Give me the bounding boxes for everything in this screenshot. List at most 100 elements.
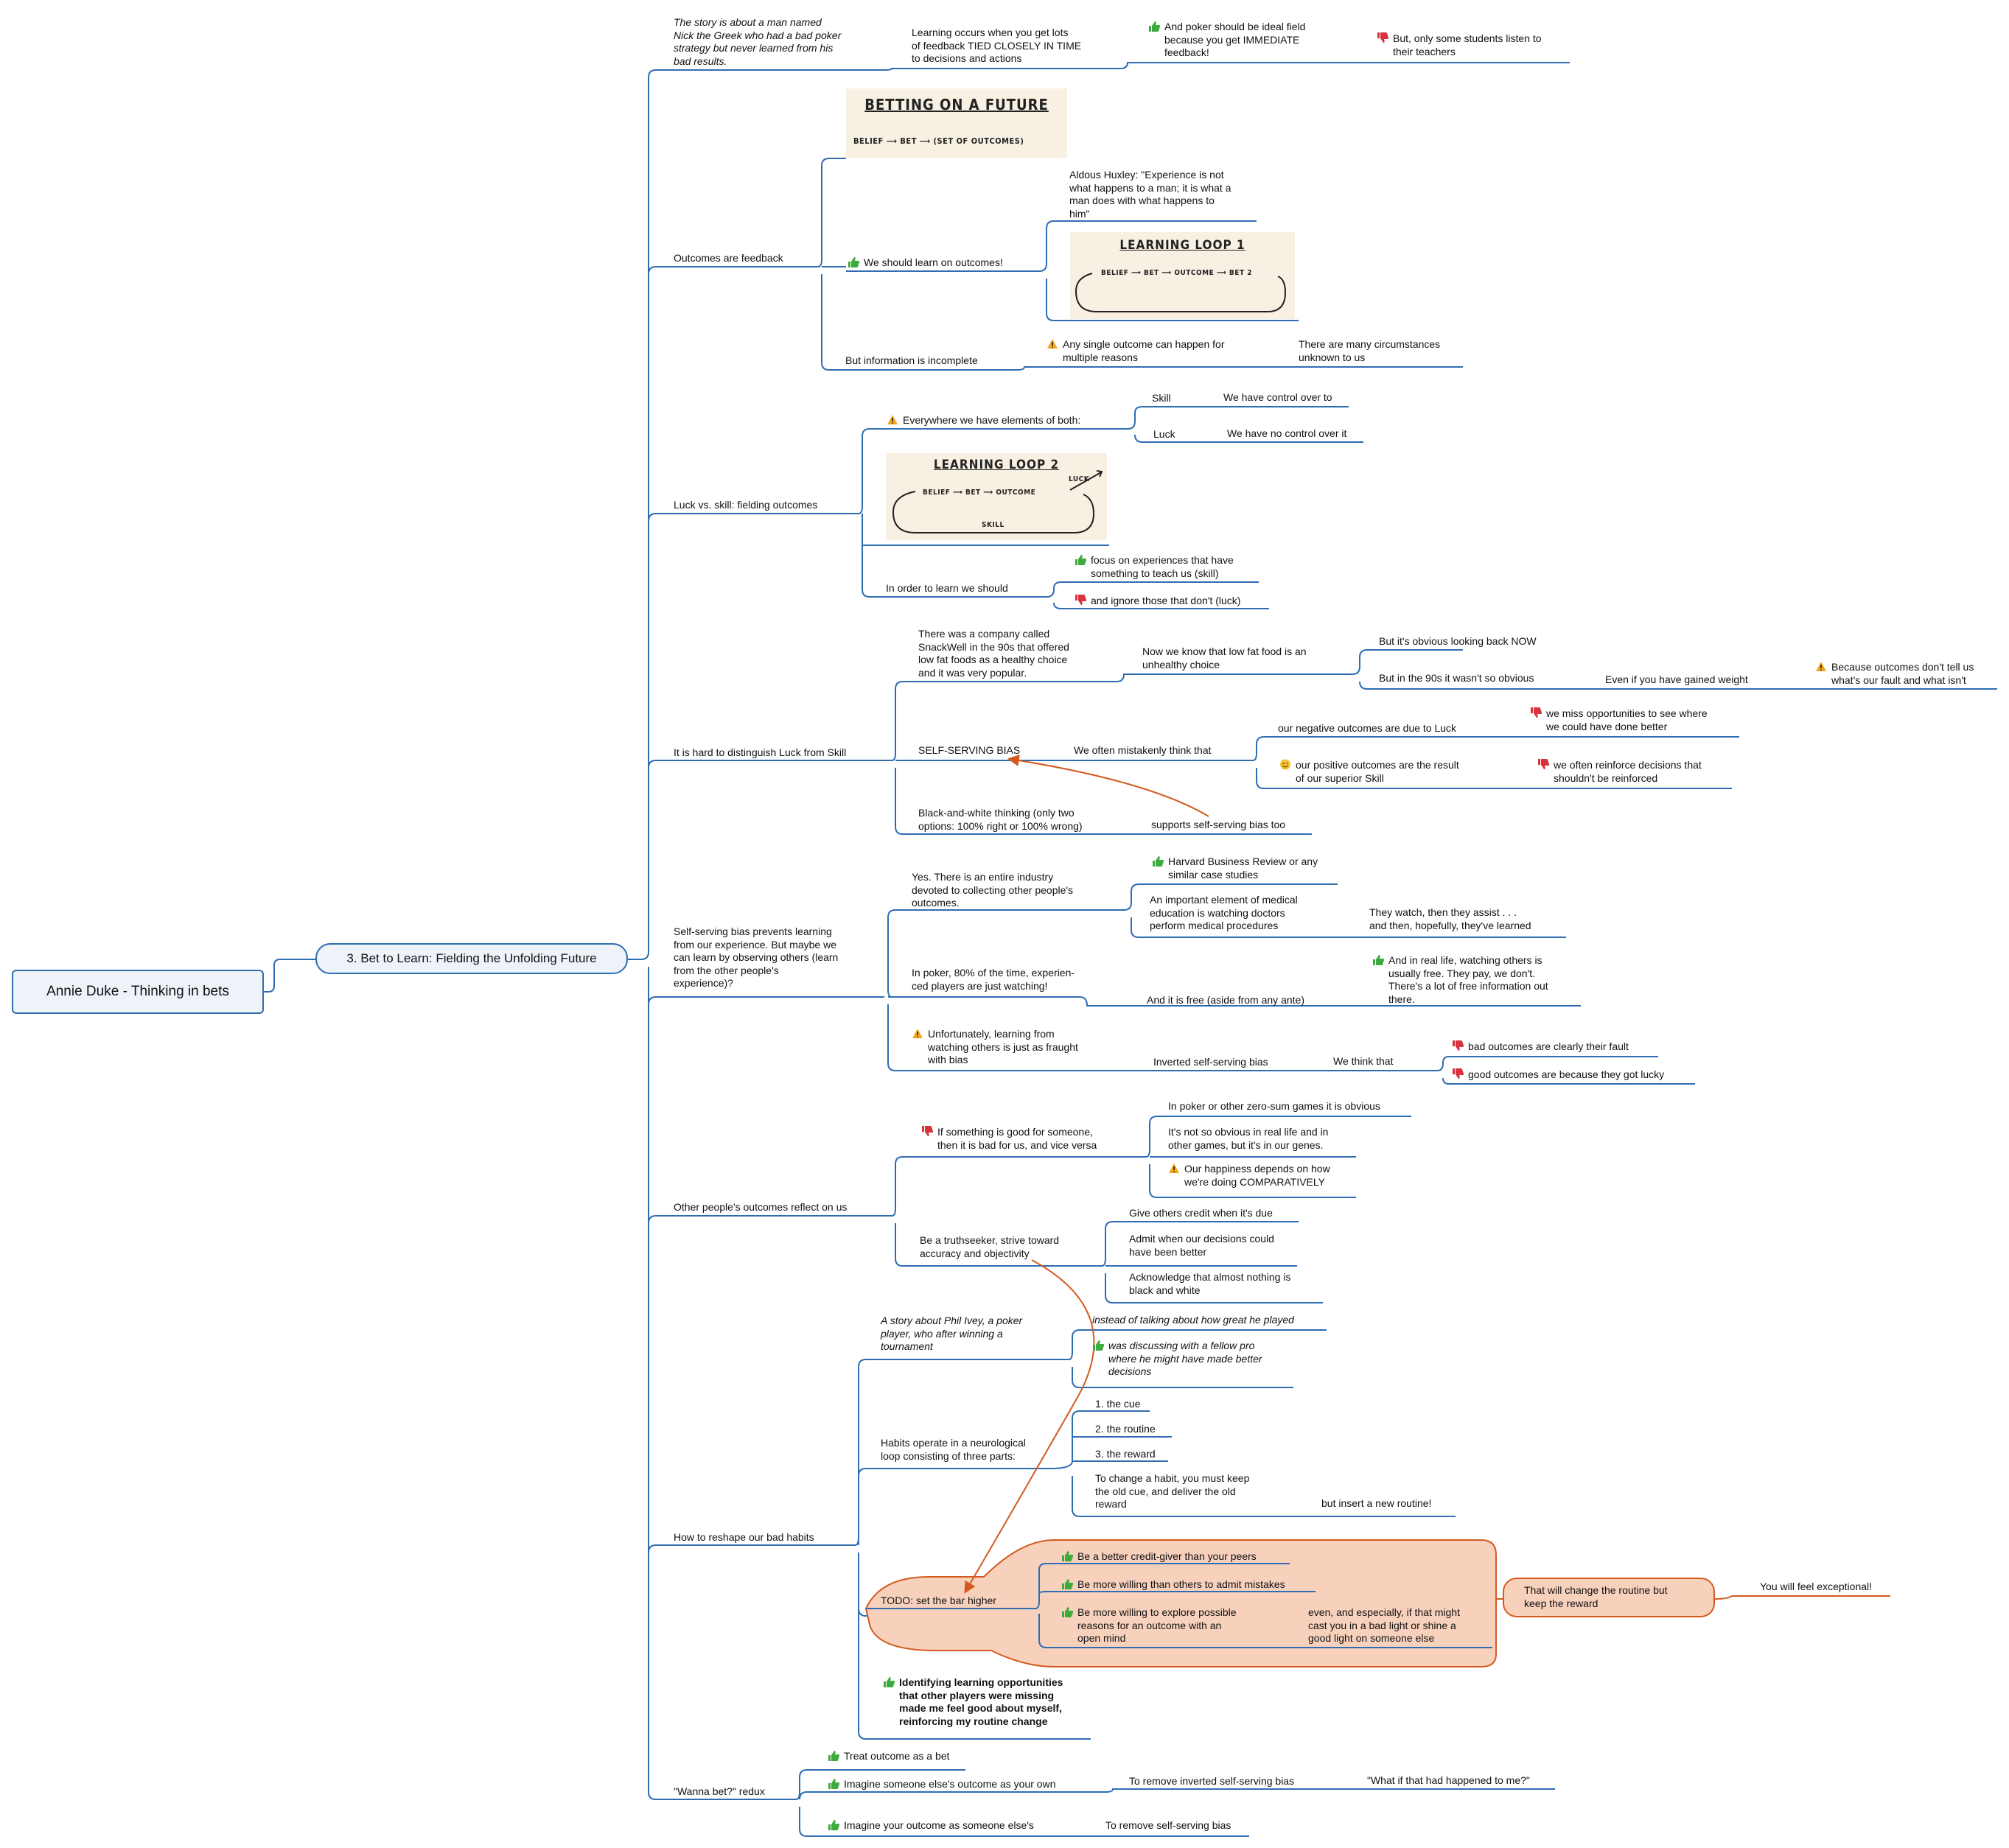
node-treat: Treat outcome as a bet bbox=[828, 1750, 949, 1763]
node-ignore: and ignore those that don't (luck) bbox=[1075, 595, 1240, 608]
node-cue: 1. the cue bbox=[1095, 1398, 1141, 1410]
learning-loop-1-line: BELIEF ⟶ BET ⟶ OUTCOME ⟶ BET 2 bbox=[1101, 269, 1252, 277]
node-ssb-prevents[interactable]: Self-serving bias prevents learning from… bbox=[674, 925, 839, 989]
betting-future-image: BETTING ON A FUTURE BELIEF ⟶ BET ⟶ (SET … bbox=[846, 88, 1067, 158]
node-even-especially: even, and especially, if that might cast… bbox=[1308, 1606, 1460, 1644]
thumbs-up-icon bbox=[1075, 554, 1087, 565]
node-change-habit: To change a habit, you must keep the old… bbox=[1095, 1472, 1250, 1510]
any-single-text: Any single outcome can happen for multip… bbox=[1063, 338, 1225, 363]
node-black-white: Black-and-white thinking (only two optio… bbox=[918, 807, 1083, 832]
thumbs-up-icon bbox=[1372, 954, 1385, 965]
node-outcomes-feedback[interactable]: Outcomes are feedback bbox=[674, 252, 783, 264]
thumbs-down-icon bbox=[1075, 595, 1087, 606]
node-imagine-own: Imagine someone else's outcome as your o… bbox=[828, 1778, 1056, 1791]
node-hard[interactable]: It is hard to distinguish Luck from Skil… bbox=[674, 746, 847, 758]
happiness-text: Our happiness depends on how we're doing… bbox=[1184, 1163, 1330, 1188]
node-focus: focus on experiences that have something… bbox=[1075, 554, 1234, 580]
bad-fault-text: bad outcomes are clearly their fault bbox=[1468, 1040, 1629, 1052]
warning-icon bbox=[1815, 661, 1827, 672]
thumbs-up-icon bbox=[1148, 21, 1161, 32]
node-will-change: That will change the routine but keep th… bbox=[1524, 1584, 1668, 1609]
good-lucky-text: good outcomes are because they got lucky bbox=[1468, 1068, 1665, 1080]
treat-text: Treat outcome as a bet bbox=[844, 1750, 950, 1762]
thumbs-up-icon bbox=[1061, 1578, 1074, 1589]
learning-loop-1-image: LEARNING LOOP 1 BELIEF ⟶ BET ⟶ OUTCOME ⟶… bbox=[1070, 232, 1295, 319]
node-wanna[interactable]: "Wanna bet?" redux bbox=[674, 1785, 765, 1797]
if-good-text: If something is good for someone, then i… bbox=[937, 1126, 1097, 1151]
node-poker80: In poker, 80% of the time, experien- ced… bbox=[912, 967, 1075, 992]
node-imagine-else: Imagine your outcome as someone else's bbox=[828, 1819, 1034, 1833]
warning-icon bbox=[912, 1028, 923, 1039]
thumbs-up-icon bbox=[848, 256, 860, 267]
node-learn-outcomes: We should learn on outcomes! bbox=[848, 256, 1003, 270]
node-genes: It's not so obvious in real life and in … bbox=[1168, 1126, 1329, 1151]
miss-opp-text: we miss opportunities to see where we co… bbox=[1546, 707, 1708, 732]
node-luck-skill[interactable]: Luck vs. skill: fielding outcomes bbox=[674, 499, 818, 511]
only-some-text: But, only some students listen to their … bbox=[1393, 32, 1542, 57]
node-truthseeker: Be a truthseeker, strive toward accuracy… bbox=[920, 1234, 1060, 1259]
central-topic-node[interactable]: 3. Bet to Learn: Fielding the Unfolding … bbox=[315, 943, 628, 974]
learning-loop-2-skill: SKILL bbox=[982, 521, 1004, 529]
thumbs-up-icon bbox=[1152, 855, 1164, 867]
smiley-icon bbox=[1279, 759, 1291, 770]
node-control: We have control over to bbox=[1223, 391, 1332, 403]
node-discussing: was discussing with a fellow pro where h… bbox=[1092, 1340, 1262, 1379]
loop-1-curve bbox=[1075, 273, 1287, 312]
node-todo: TODO: set the bar higher bbox=[881, 1595, 996, 1606]
node-reshape[interactable]: How to reshape our bad habits bbox=[674, 1531, 814, 1543]
node-others-reflect[interactable]: Other people's outcomes reflect on us bbox=[674, 1201, 848, 1213]
node-exceptional: You will feel exceptional! bbox=[1760, 1581, 1873, 1592]
node-good-lucky: good outcomes are because they got lucky bbox=[1452, 1068, 1664, 1082]
node-if-good: If something is good for someone, then i… bbox=[921, 1126, 1097, 1152]
thumbs-up-icon bbox=[828, 1778, 840, 1789]
node-explore: Be more willing to explore possible reas… bbox=[1061, 1606, 1237, 1645]
identifying-text: Identifying learning opportunities that … bbox=[899, 1676, 1063, 1727]
thumbs-down-icon bbox=[1530, 707, 1542, 718]
node-instead: instead of talking about how great he pl… bbox=[1092, 1314, 1294, 1326]
discussing-text: was discussing with a fellow pro where h… bbox=[1108, 1340, 1262, 1377]
node-real-life: And in real life, watching others is usu… bbox=[1372, 954, 1548, 1006]
node-supports: supports self-serving bias too bbox=[1151, 819, 1286, 830]
loop-2-curve bbox=[892, 470, 1103, 533]
learning-loop-1-title: LEARNING LOOP 1 bbox=[1119, 238, 1245, 253]
node-unfortunately: Unfortunately, learning from watching ot… bbox=[912, 1028, 1078, 1067]
thumbs-down-icon bbox=[1452, 1068, 1464, 1079]
node-they-watch: They watch, then they assist . . . and t… bbox=[1369, 906, 1531, 931]
node-obvious-now: But it's obvious looking back NOW bbox=[1379, 635, 1537, 647]
todo-highlight-region bbox=[864, 1539, 1497, 1667]
node-identifying: Identifying learning opportunities that … bbox=[883, 1676, 1063, 1728]
learning-loop-2-title: LEARNING LOOP 2 bbox=[933, 458, 1060, 472]
truthseeker-arrow bbox=[964, 1259, 1095, 1594]
node-skill: Skill bbox=[1152, 392, 1171, 404]
reinforce-text: we often reinforce decisions that should… bbox=[1554, 759, 1702, 784]
harvard-text: Harvard Business Review or any similar c… bbox=[1168, 855, 1318, 881]
node-bad-fault: bad outcomes are clearly their fault bbox=[1452, 1040, 1629, 1054]
node-ivey: A story about Phil Ivey, a poker player,… bbox=[881, 1315, 1023, 1352]
node-reward: 3. the reward bbox=[1095, 1448, 1156, 1460]
better-credit-text: Be a better credit-giver than your peers bbox=[1077, 1550, 1257, 1562]
node-what-if: "What if that had happened to me?" bbox=[1367, 1774, 1530, 1786]
root-node[interactable]: Annie Duke - Thinking in bets bbox=[12, 970, 264, 1014]
because-outcomes-text: Because outcomes don't tell us what's ou… bbox=[1831, 661, 1974, 686]
node-even-if: Even if you have gained weight bbox=[1605, 673, 1748, 685]
node-in-order: In order to learn we should bbox=[886, 582, 1008, 594]
node-any-single: Any single outcome can happen for multip… bbox=[1047, 338, 1224, 364]
focus-text: focus on experiences that have something… bbox=[1091, 554, 1234, 579]
explore-text: Be more willing to explore possible reas… bbox=[1077, 1606, 1237, 1644]
node-reinforce: we often reinforce decisions that should… bbox=[1537, 759, 1702, 785]
warning-icon bbox=[887, 414, 898, 425]
thumbs-up-icon bbox=[1061, 1606, 1074, 1617]
will-change-box bbox=[1503, 1578, 1715, 1617]
node-insert: but insert a new routine! bbox=[1321, 1497, 1432, 1509]
node-inverted: Inverted self-serving bias bbox=[1153, 1056, 1268, 1068]
node-more-willing: Be more willing than others to admit mis… bbox=[1061, 1578, 1285, 1592]
node-we-think: We think that bbox=[1333, 1055, 1394, 1067]
learning-loop-2-line: BELIEF ⟶ BET ⟶ OUTCOME bbox=[923, 489, 1036, 497]
node-zero-sum: In poker or other zero-sum games it is o… bbox=[1168, 1100, 1380, 1112]
thumbs-down-icon bbox=[1537, 759, 1550, 770]
node-everywhere: Everywhere we have elements of both: bbox=[887, 414, 1080, 427]
thumbs-up-icon bbox=[1061, 1550, 1074, 1561]
betting-future-title: BETTING ON A FUTURE bbox=[864, 96, 1049, 113]
